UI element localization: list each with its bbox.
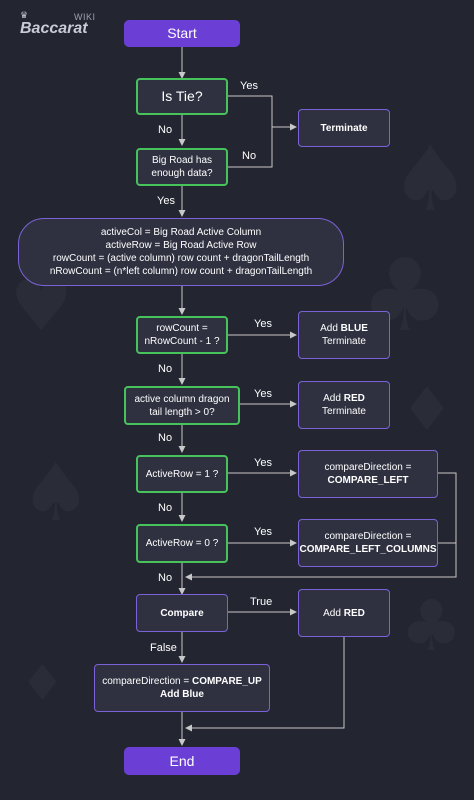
rowcount-label: rowCount = nRowCount - 1 ?	[144, 322, 219, 348]
compare-left-node: compareDirection = COMPARE_LEFT	[298, 450, 438, 498]
add-blue-terminate: Terminate	[322, 336, 366, 347]
crown-icon: ♛	[20, 10, 29, 20]
compare-left-label: compareDirection = COMPARE_LEFT	[325, 461, 412, 487]
big-road-line-2: enough data?	[151, 168, 213, 179]
false-compare-label: False	[150, 642, 177, 654]
big-road-line-1: Big Road has	[151, 155, 213, 166]
add-red-2-word: RED	[343, 607, 365, 619]
add-red-2-prefix: Add	[323, 607, 344, 619]
terminate-label: Terminate	[320, 122, 368, 134]
compare-left-columns-line-1: compareDirection =	[324, 531, 412, 542]
is-tie-label: Is Tie?	[161, 88, 203, 104]
diamond-icon: ♦	[400, 375, 454, 445]
activerow-1-decision: ActiveRow = 1 ?	[136, 455, 228, 493]
add-red-2-node: Add RED	[298, 589, 390, 637]
edge-tie-terminate	[228, 95, 297, 131]
no-rowcount-label: No	[158, 363, 173, 375]
spade-icon: ♠	[390, 127, 471, 232]
big-road-decision: Big Road has enough data?	[136, 148, 228, 186]
start-label: Start	[167, 25, 197, 41]
add-red-word: RED	[343, 393, 365, 404]
assignment-text: activeCol = Big Road Active Column activ…	[50, 226, 312, 278]
dragon-line-2: tail length > 0?	[149, 406, 215, 418]
diamond-icon: ♦	[20, 654, 65, 712]
compare-up-node: compareDirection = COMPARE_UP Add Blue	[94, 664, 270, 712]
activerow-0-label: ActiveRow = 0 ?	[145, 538, 219, 549]
add-blue-word: BLUE	[340, 323, 368, 334]
add-red-terminate: Terminate	[322, 406, 366, 417]
edge-bigroad-terminate	[228, 127, 273, 168]
add-blue-label: Add BLUE Terminate	[320, 322, 368, 348]
yes-row0-label: Yes	[254, 526, 272, 538]
yes-row1-label: Yes	[254, 457, 272, 469]
compare-up-line-2: Add Blue	[160, 689, 204, 700]
compare-left-line-1: compareDirection =	[324, 462, 412, 473]
add-red-2-label: Add RED	[323, 607, 365, 620]
add-red-prefix: Add	[323, 393, 344, 404]
assign-line-1: activeCol = Big Road Active Column	[100, 227, 262, 238]
logo-wiki-label: WIKI	[74, 12, 96, 22]
compare-up-bold: COMPARE_UP	[191, 676, 262, 687]
compare-decision: Compare	[136, 594, 228, 632]
yes-tie-label: Yes	[240, 80, 258, 92]
edge-cmpleft-merge	[185, 472, 457, 581]
end-node: End	[124, 747, 240, 775]
compare-left-columns-line-2: COMPARE_LEFT_COLUMNS	[299, 544, 437, 555]
no-row0-label: No	[158, 572, 173, 584]
edge-red-merge	[185, 637, 345, 732]
terminate-node: Terminate	[298, 109, 390, 147]
assign-line-4: nRowCount = (n*left column) row count + …	[49, 266, 313, 277]
spade-icon: ♠	[20, 446, 92, 539]
add-red-label: Add RED Terminate	[322, 392, 366, 418]
assignment-block: activeCol = Big Road Active Column activ…	[18, 218, 344, 286]
club-icon: ♣	[400, 585, 463, 667]
yes-dragon-label: Yes	[254, 388, 272, 400]
no-dragon-label: No	[158, 432, 173, 444]
activerow-0-decision: ActiveRow = 0 ?	[136, 524, 228, 563]
activerow-1-label: ActiveRow = 1 ?	[145, 468, 219, 480]
compare-up-line-1: compareDirection =	[102, 676, 192, 687]
add-blue-node: Add BLUE Terminate	[298, 311, 390, 359]
no-row1-label: No	[158, 502, 173, 514]
compare-label: Compare	[160, 607, 204, 619]
assign-line-2: activeRow = Big Road Active Row	[105, 240, 257, 251]
compare-left-columns-label: compareDirection = COMPARE_LEFT_COLUMNS	[299, 530, 436, 556]
add-red-node: Add RED Terminate	[298, 381, 390, 429]
compare-left-columns-node: compareDirection = COMPARE_LEFT_COLUMNS	[298, 519, 438, 567]
compare-up-label: compareDirection = COMPARE_UP Add Blue	[102, 675, 262, 701]
rowcount-line-1: rowCount =	[156, 323, 208, 334]
rowcount-decision: rowCount = nRowCount - 1 ?	[136, 316, 228, 354]
no-bigroad-label: No	[242, 150, 257, 162]
yes-rowcount-label: Yes	[254, 318, 272, 330]
dragon-tail-decision: active column dragon tail length > 0?	[124, 386, 240, 425]
big-road-label: Big Road has enough data?	[151, 154, 212, 180]
is-tie-decision: Is Tie?	[136, 78, 228, 115]
assign-line-3: rowCount = (active column) row count + d…	[52, 253, 310, 264]
add-blue-prefix: Add	[320, 323, 341, 334]
compare-left-line-2: COMPARE_LEFT	[327, 475, 409, 486]
rowcount-line-2: nRowCount - 1 ?	[144, 336, 220, 347]
yes-bigroad-label: Yes	[157, 195, 175, 207]
true-compare-label: True	[250, 596, 273, 608]
logo-text: Baccarat	[20, 20, 88, 37]
dragon-line-1: active column dragon	[134, 393, 230, 405]
end-label: End	[169, 752, 195, 769]
no-tie-label: No	[158, 124, 173, 136]
start-node: Start	[124, 20, 240, 47]
dragon-tail-label: active column dragon tail length > 0?	[134, 393, 229, 419]
